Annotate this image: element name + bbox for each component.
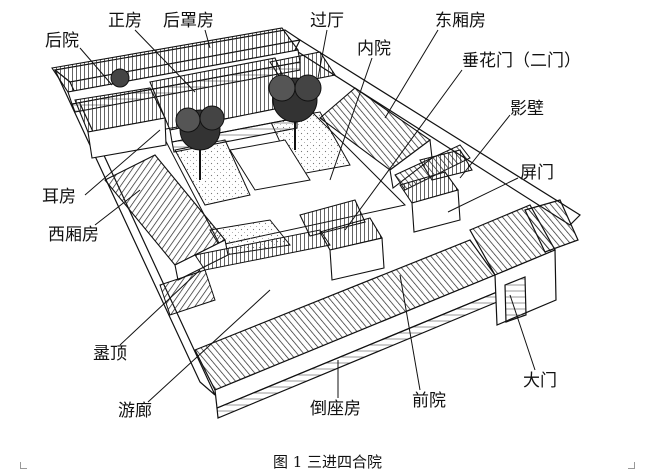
label-west-wing: 西厢房 (48, 225, 99, 245)
label-screen-wall: 影壁 (510, 99, 544, 119)
label-inner-courtyard: 内院 (357, 39, 391, 59)
label-east-wing: 东厢房 (435, 11, 486, 31)
corner-mark-right (628, 462, 635, 469)
label-screen-door: 屏门 (520, 163, 554, 183)
corner-mark-left (20, 462, 27, 469)
label-hanging-flower-gate: 垂花门（二门） (462, 51, 581, 71)
label-front-row-house: 倒座房 (310, 399, 361, 419)
leader-lines (79, 29, 536, 403)
label-main-gate: 大门 (523, 371, 557, 391)
label-back-row-house: 后罩房 (163, 11, 214, 31)
main-gate (469, 199, 579, 326)
figure-caption: 图 1 三进四合院 (272, 453, 383, 471)
front-row-house (194, 239, 498, 419)
screen-structures (399, 149, 473, 233)
label-back-yard: 后院 (45, 31, 79, 51)
label-hipped-flat-roof: 盝顶 (93, 344, 127, 364)
label-front-yard: 前院 (412, 391, 446, 411)
label-ear-room: 耳房 (42, 187, 76, 207)
label-veranda: 游廊 (118, 401, 152, 421)
label-main-hall: 正房 (108, 11, 142, 31)
trees (110, 68, 322, 180)
label-passage-hall: 过厅 (310, 11, 344, 31)
hanging-flower-gate (299, 199, 385, 281)
